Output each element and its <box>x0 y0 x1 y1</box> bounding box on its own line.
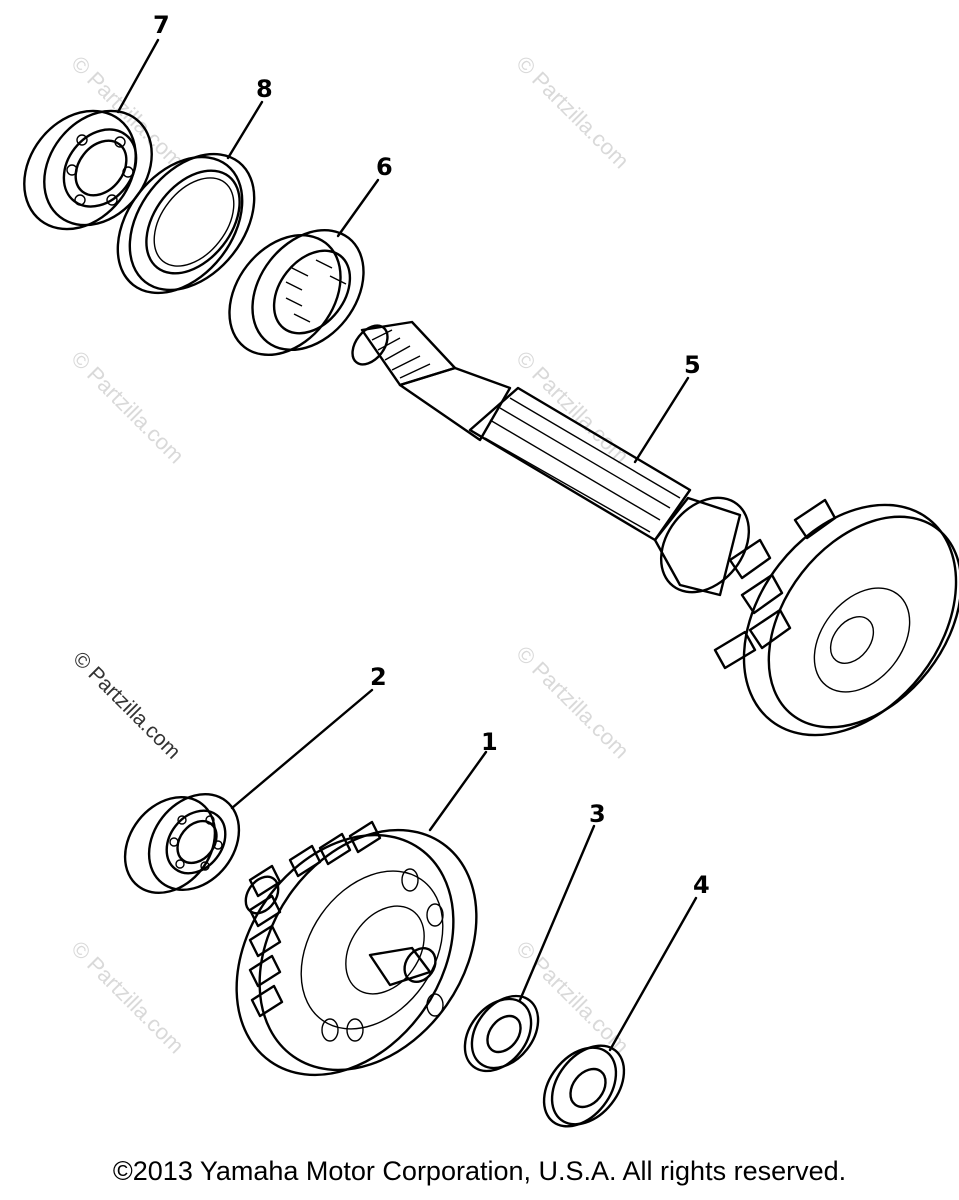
callout-3: 3 <box>589 800 606 828</box>
callout-numbers: 7 8 6 5 2 1 3 4 <box>153 11 710 899</box>
part-3-washer <box>463 994 540 1073</box>
part-5-drive-shaft <box>351 320 959 737</box>
callout-4: 4 <box>693 871 710 899</box>
callout-7: 7 <box>153 11 170 39</box>
copyright-notice: ©2013 Yamaha Motor Corporation, U.S.A. A… <box>112 1156 847 1186</box>
callout-1: 1 <box>481 728 498 756</box>
part-8-oil-seal <box>116 152 256 295</box>
watermark-5: © Partzilla.com <box>511 641 634 764</box>
part-1-gear <box>235 820 478 1077</box>
part-4-washer <box>542 1044 626 1128</box>
callout-2: 2 <box>370 663 387 691</box>
watermarks: © Partzilla.com © Partzilla.com © Partzi… <box>66 51 634 1059</box>
part-6-needle-bearing <box>228 228 365 357</box>
callout-8: 8 <box>256 75 273 103</box>
leader-lines <box>116 38 698 1052</box>
watermark-8: © Partzilla.com <box>68 647 184 763</box>
watermark-2: © Partzilla.com <box>511 51 634 174</box>
part-7-bearing <box>23 109 153 231</box>
part-2-bearing <box>123 792 241 895</box>
watermark-6: © Partzilla.com <box>66 936 189 1059</box>
watermark-3: © Partzilla.com <box>66 346 189 469</box>
callout-6: 6 <box>376 153 393 181</box>
callout-5: 5 <box>684 351 701 379</box>
